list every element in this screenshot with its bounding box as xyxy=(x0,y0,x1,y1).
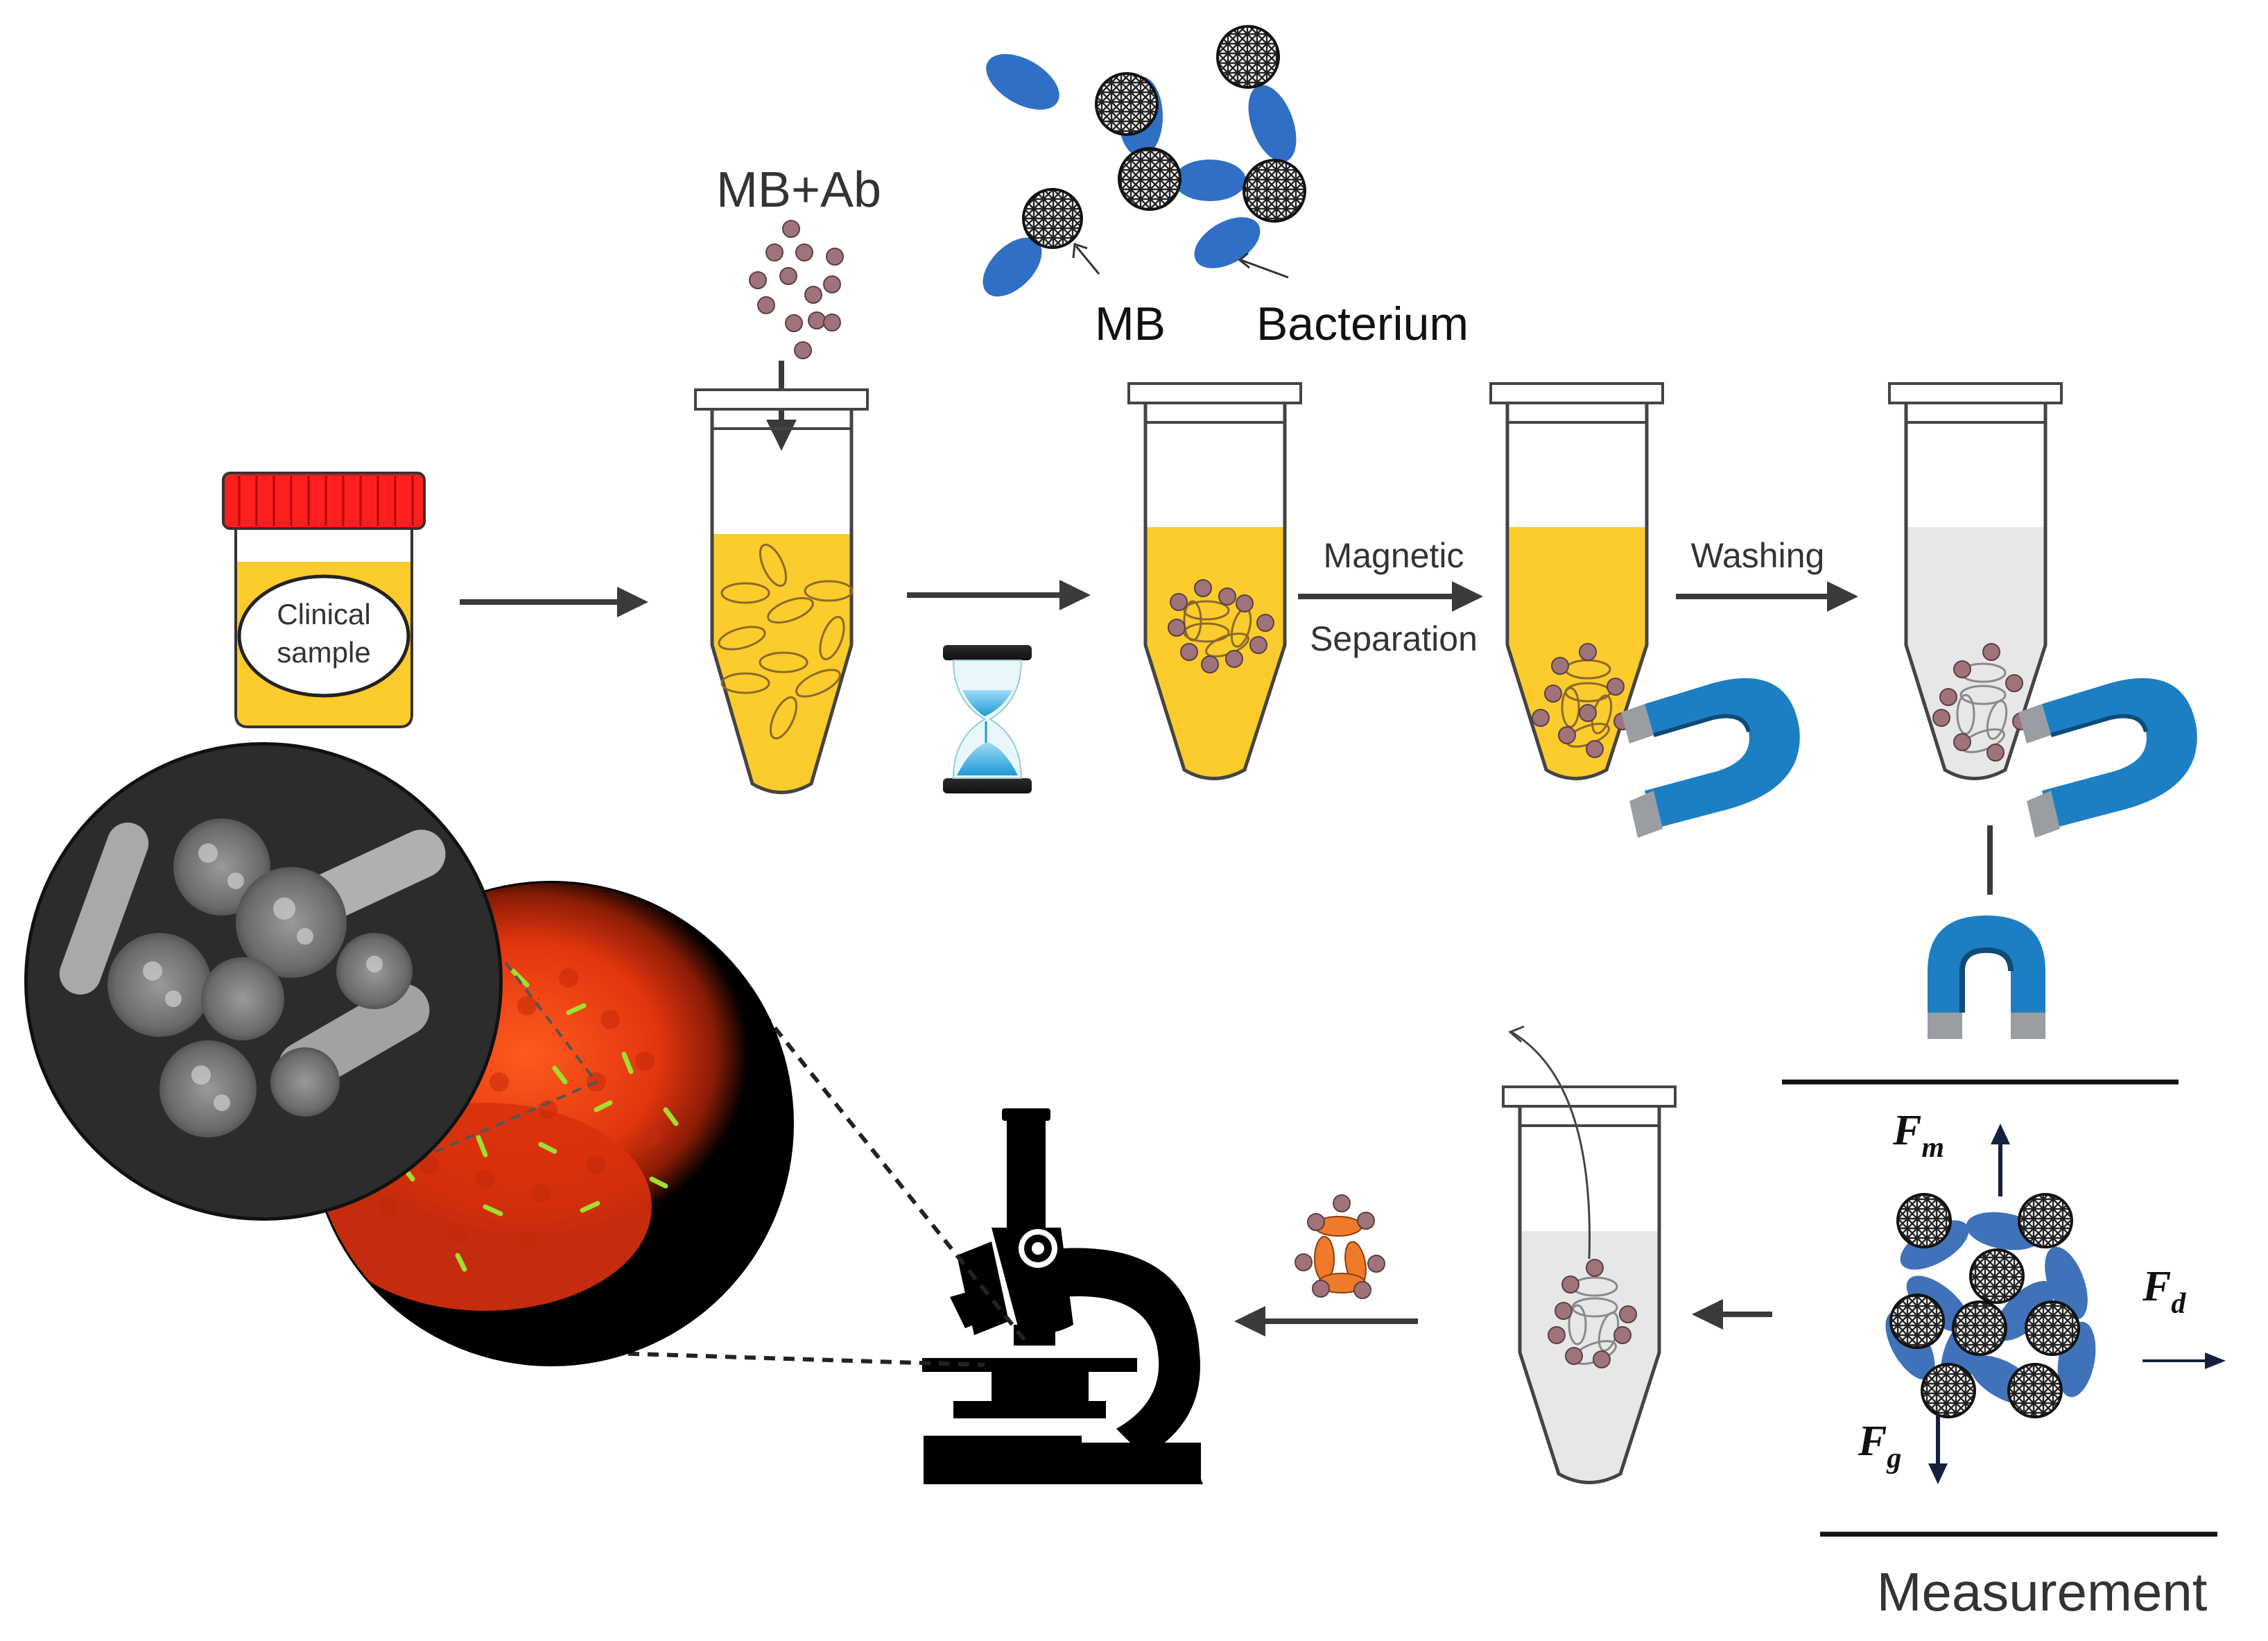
force-fg-subscript: g xyxy=(1886,1443,1901,1475)
force-fg-label: F xyxy=(1858,1418,1887,1465)
clinical-label-line1: Clinical xyxy=(277,598,370,630)
clinical-sample-jar: Clinical sample xyxy=(222,472,426,728)
bead-bacterium-chain xyxy=(982,25,1306,297)
mb-label: MB xyxy=(1095,298,1166,350)
magnetic-label: Magnetic xyxy=(1324,536,1464,575)
process-arrows xyxy=(460,361,1993,1337)
measurement-panel: Fm Fd Fg Measurement xyxy=(1782,1079,2226,1622)
svg-text:Fd: Fd xyxy=(2142,1263,2186,1320)
force-fd-subscript: d xyxy=(2171,1288,2186,1320)
tube-sample-with-beads xyxy=(694,388,869,794)
tube-washed xyxy=(1888,382,2063,780)
washing-label: Washing xyxy=(1691,536,1825,575)
force-fm-subscript: m xyxy=(1921,1132,1944,1164)
u-magnet-2 xyxy=(2018,678,2197,838)
tube-incubated-complex xyxy=(1127,382,1302,780)
bead-bacteria-cluster xyxy=(1885,1193,2096,1418)
svg-text:Fg: Fg xyxy=(1858,1418,1901,1475)
measurement-label: Measurement xyxy=(1877,1561,2208,1622)
hourglass-icon xyxy=(943,645,1032,793)
separation-label: Separation xyxy=(1310,619,1478,658)
svg-text:Fm: Fm xyxy=(1892,1107,1944,1164)
zoom-lines xyxy=(589,1011,1028,1367)
tube-magnetic-separation xyxy=(1489,382,1664,780)
bacterium-label: Bacterium xyxy=(1256,298,1469,350)
sem-micrograph xyxy=(24,742,503,1221)
u-magnet-1 xyxy=(1621,678,1800,838)
force-fm-label: F xyxy=(1892,1107,1921,1154)
clinical-label-line2: sample xyxy=(277,636,370,669)
mb-ab-label: MB+Ab xyxy=(716,162,881,218)
tube-retrieval xyxy=(1502,1025,1677,1484)
force-fd-label: F xyxy=(2142,1263,2171,1310)
mb-ab-beads xyxy=(749,220,844,359)
microscope-icon xyxy=(922,1108,1203,1484)
u-magnet-measurement xyxy=(1928,916,2045,1039)
isolated-bacteria-complex xyxy=(1295,1194,1385,1299)
